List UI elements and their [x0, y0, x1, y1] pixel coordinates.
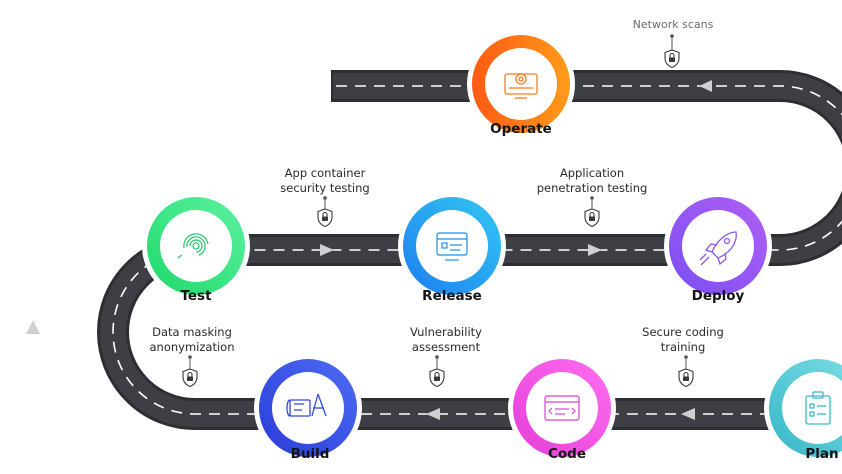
code-window-icon [544, 395, 580, 421]
fingerprint-icon [177, 233, 209, 259]
stage-label-operate: Operate [490, 121, 552, 137]
annotation-network-scans: Network scans [632, 18, 714, 31]
clipboard-icon [805, 391, 831, 425]
annotation-data-masking: Data masking anonymization [149, 325, 235, 354]
arrow-right-release-deploy [588, 244, 602, 256]
stage-label-build: Build [290, 446, 330, 462]
stage-label-deploy: Deploy [691, 288, 745, 304]
annotation-app-pentest: Application penetration testing [536, 166, 648, 195]
arrow-up-left-loop [26, 320, 40, 334]
rocket-icon [699, 231, 737, 266]
arrow-right-test-release [320, 244, 334, 256]
annotation-pin-app-container [317, 196, 333, 228]
browser-checklist-icon [436, 232, 468, 261]
arrow-left-code-plan [681, 408, 695, 420]
blueprint-tools-icon [286, 393, 327, 417]
stage-label-test: Test [180, 288, 212, 304]
stage-deploy-circle [664, 192, 772, 300]
stage-build-circle [254, 354, 362, 462]
stage-release-circle [398, 192, 506, 300]
stage-label-code: Code [547, 446, 587, 462]
stage-operate-circle [467, 30, 575, 138]
annotation-pin-network-scans [664, 34, 680, 69]
gear-monitor-icon [504, 73, 538, 99]
annotation-secure-coding: Secure coding training [642, 325, 724, 354]
stage-label-release: Release [422, 288, 482, 304]
stage-test-circle [142, 192, 250, 300]
annotation-pin-vuln-assessment [429, 355, 445, 388]
annotation-pin-app-pentest [584, 196, 600, 228]
annotation-vuln-assessment: Vulnerability assessment [410, 325, 482, 354]
annotation-pin-secure-coding [678, 355, 694, 388]
annotation-pin-data-masking [182, 355, 198, 388]
arrow-left-build-code [426, 408, 440, 420]
stage-plan-circle [764, 354, 842, 462]
stage-label-plan: Plan [805, 446, 839, 462]
stage-code-circle [508, 354, 616, 462]
annotation-app-container: App container security testing [280, 166, 370, 195]
arrow-left-top [699, 80, 712, 92]
